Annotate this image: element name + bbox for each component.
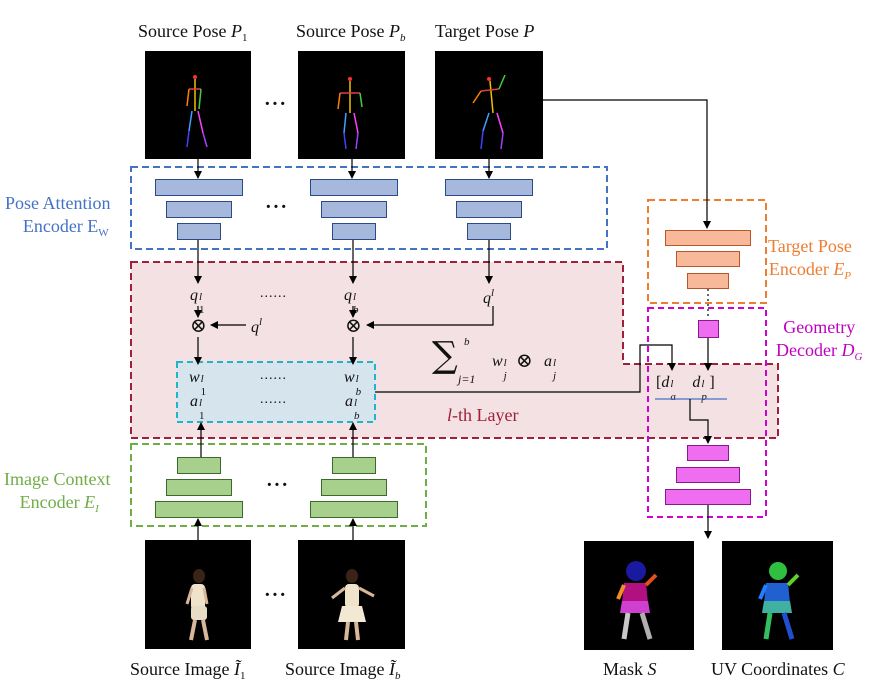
pose-encoder-1-bar-3: [177, 223, 221, 240]
target-encoder-bar-3: [687, 273, 729, 289]
summation-sign: ∑: [432, 335, 458, 376]
mask-output-image: [584, 541, 694, 650]
otimes-1: ⊗: [190, 315, 207, 337]
weight-ellipsis: ......: [260, 368, 287, 383]
pose-attention-encoder-label: Pose Attention Encoder EW: [5, 193, 111, 239]
summation-upper: b: [464, 336, 470, 348]
image-encoder-b-bar-2: [321, 479, 387, 496]
summation-lower: j=1: [458, 372, 476, 386]
pose-encoder-1-bar-2: [166, 201, 232, 218]
target-encoder-bar-1: [665, 230, 751, 246]
uv-label: UV Coordinates C: [711, 659, 845, 679]
pose-encoder-b-bar-2: [321, 201, 387, 218]
source-pose-b-image: [298, 51, 405, 159]
decoder-bar-3: [665, 489, 751, 505]
image-encoder-b-bar-1: [332, 457, 376, 474]
image-encoder-1-bar-1: [177, 457, 221, 474]
image-encoder-ellipsis: ···: [266, 474, 290, 496]
mask-label: Mask S: [603, 659, 657, 679]
query-target: ql: [483, 287, 495, 307]
image-encoder-1-bar-3: [155, 501, 243, 518]
pose-encoder-t-bar-2: [456, 201, 522, 218]
geometry-decoder-label: Geometry Decoder DG: [776, 317, 863, 363]
source-image-b: [298, 540, 405, 649]
source-image-b-label: Source Image Ĩb: [285, 659, 401, 682]
source-pose-1-image: [145, 51, 251, 159]
pose-encoder-t-bar-1: [445, 179, 533, 196]
encoder-ellipsis: ···: [265, 196, 289, 218]
layer-label: l-th Layer: [447, 405, 519, 425]
target-encoder-bar-2: [676, 251, 740, 267]
decoder-bar-1: [687, 445, 729, 461]
source-image-1: [145, 540, 251, 649]
image-ellipsis: ···: [264, 584, 288, 606]
pose-ellipsis: ···: [264, 93, 288, 115]
uv-output-image: [722, 541, 833, 650]
image-encoder-b-bar-3: [310, 501, 398, 518]
target-pose-image: [435, 51, 543, 159]
pose-encoder-t-bar-3: [467, 223, 511, 240]
query-target-copy: ql: [251, 316, 263, 336]
otimes-b: ⊗: [345, 315, 362, 337]
source-image-1-label: Source Image Ĩ1: [130, 659, 246, 682]
target-pose-label: Target Pose P: [435, 21, 535, 41]
pose-encoder-b-bar-1: [310, 179, 398, 196]
image-context-encoder-label: Image Context Encoder EI: [4, 469, 111, 515]
decoder-bar-2: [676, 467, 740, 483]
latent-code-block: [698, 320, 719, 338]
pose-encoder-b-bar-3: [332, 223, 376, 240]
query-ellipsis: ......: [260, 286, 287, 301]
pose-encoder-1-bar-1: [155, 179, 243, 196]
source-pose-b-label: Source Pose Pb: [296, 21, 406, 44]
target-pose-encoder-label: Target Pose Encoder EP: [768, 236, 852, 282]
summation-otimes: ⊗: [516, 350, 533, 372]
feature-ellipsis: ......: [260, 392, 287, 407]
source-pose-1-label: Source Pose P1: [138, 21, 248, 44]
image-encoder-1-bar-2: [166, 479, 232, 496]
